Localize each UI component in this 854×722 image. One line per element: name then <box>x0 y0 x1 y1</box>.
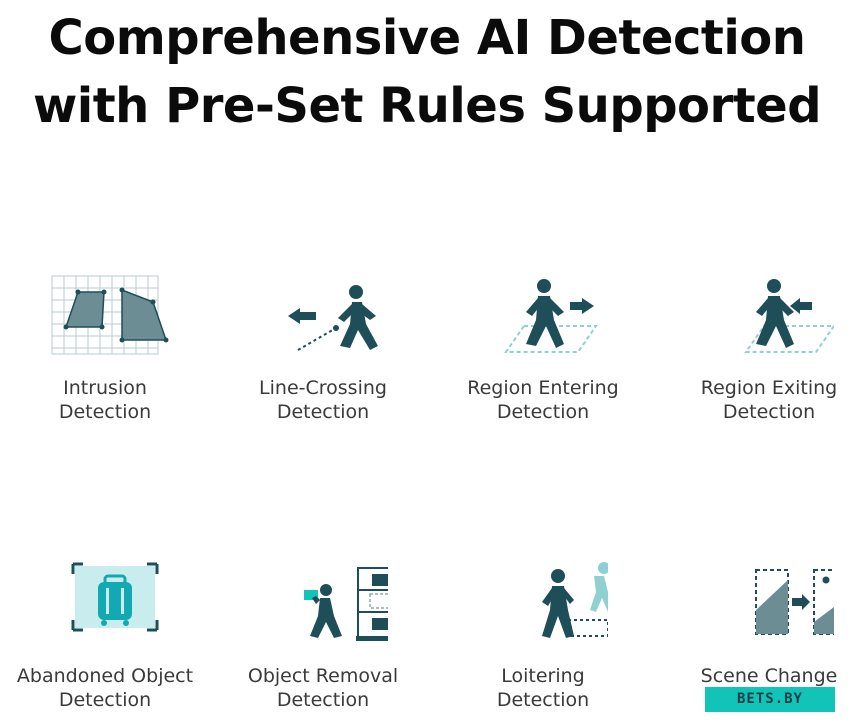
feature-region-exiting: Region Exiting Detection <box>669 272 854 424</box>
feature-label: Loitering Detection <box>496 665 590 711</box>
intrusion-grid-icon <box>51 275 169 355</box>
feature-object-removal: Object Removal Detection <box>223 560 423 712</box>
watermark-badge: BETS.BY <box>705 687 835 712</box>
feature-abandoned-object: Abandoned Object Detection <box>5 560 205 712</box>
object-removal-icon <box>304 567 388 641</box>
loitering-icon <box>542 562 608 638</box>
feature-label: Region Entering Detection <box>467 377 619 423</box>
abandoned-object-icon <box>71 562 159 632</box>
page-title: Comprehensive AI Detection with Pre-Set … <box>0 4 854 140</box>
title-line-1: Comprehensive AI Detection <box>48 10 806 66</box>
region-entering-icon <box>504 279 598 353</box>
feature-intrusion: Intrusion Detection <box>5 272 205 424</box>
title-line-2: with Pre-Set Rules Supported <box>32 78 822 134</box>
feature-loitering: Loitering Detection <box>443 560 643 712</box>
feature-label: Abandoned Object Detection <box>16 665 194 711</box>
feature-label: Object Removal Detection <box>247 665 399 711</box>
region-exiting-icon <box>744 279 834 353</box>
feature-label: Region Exiting Detection <box>700 377 838 423</box>
feature-region-entering: Region Entering Detection <box>443 272 643 424</box>
feature-label: Intrusion Detection <box>58 377 152 423</box>
feature-label: Line-Crossing Detection <box>259 377 387 423</box>
line-crossing-icon <box>288 285 378 351</box>
scene-change-icon <box>755 569 834 635</box>
feature-line-crossing: Line-Crossing Detection <box>223 272 423 424</box>
